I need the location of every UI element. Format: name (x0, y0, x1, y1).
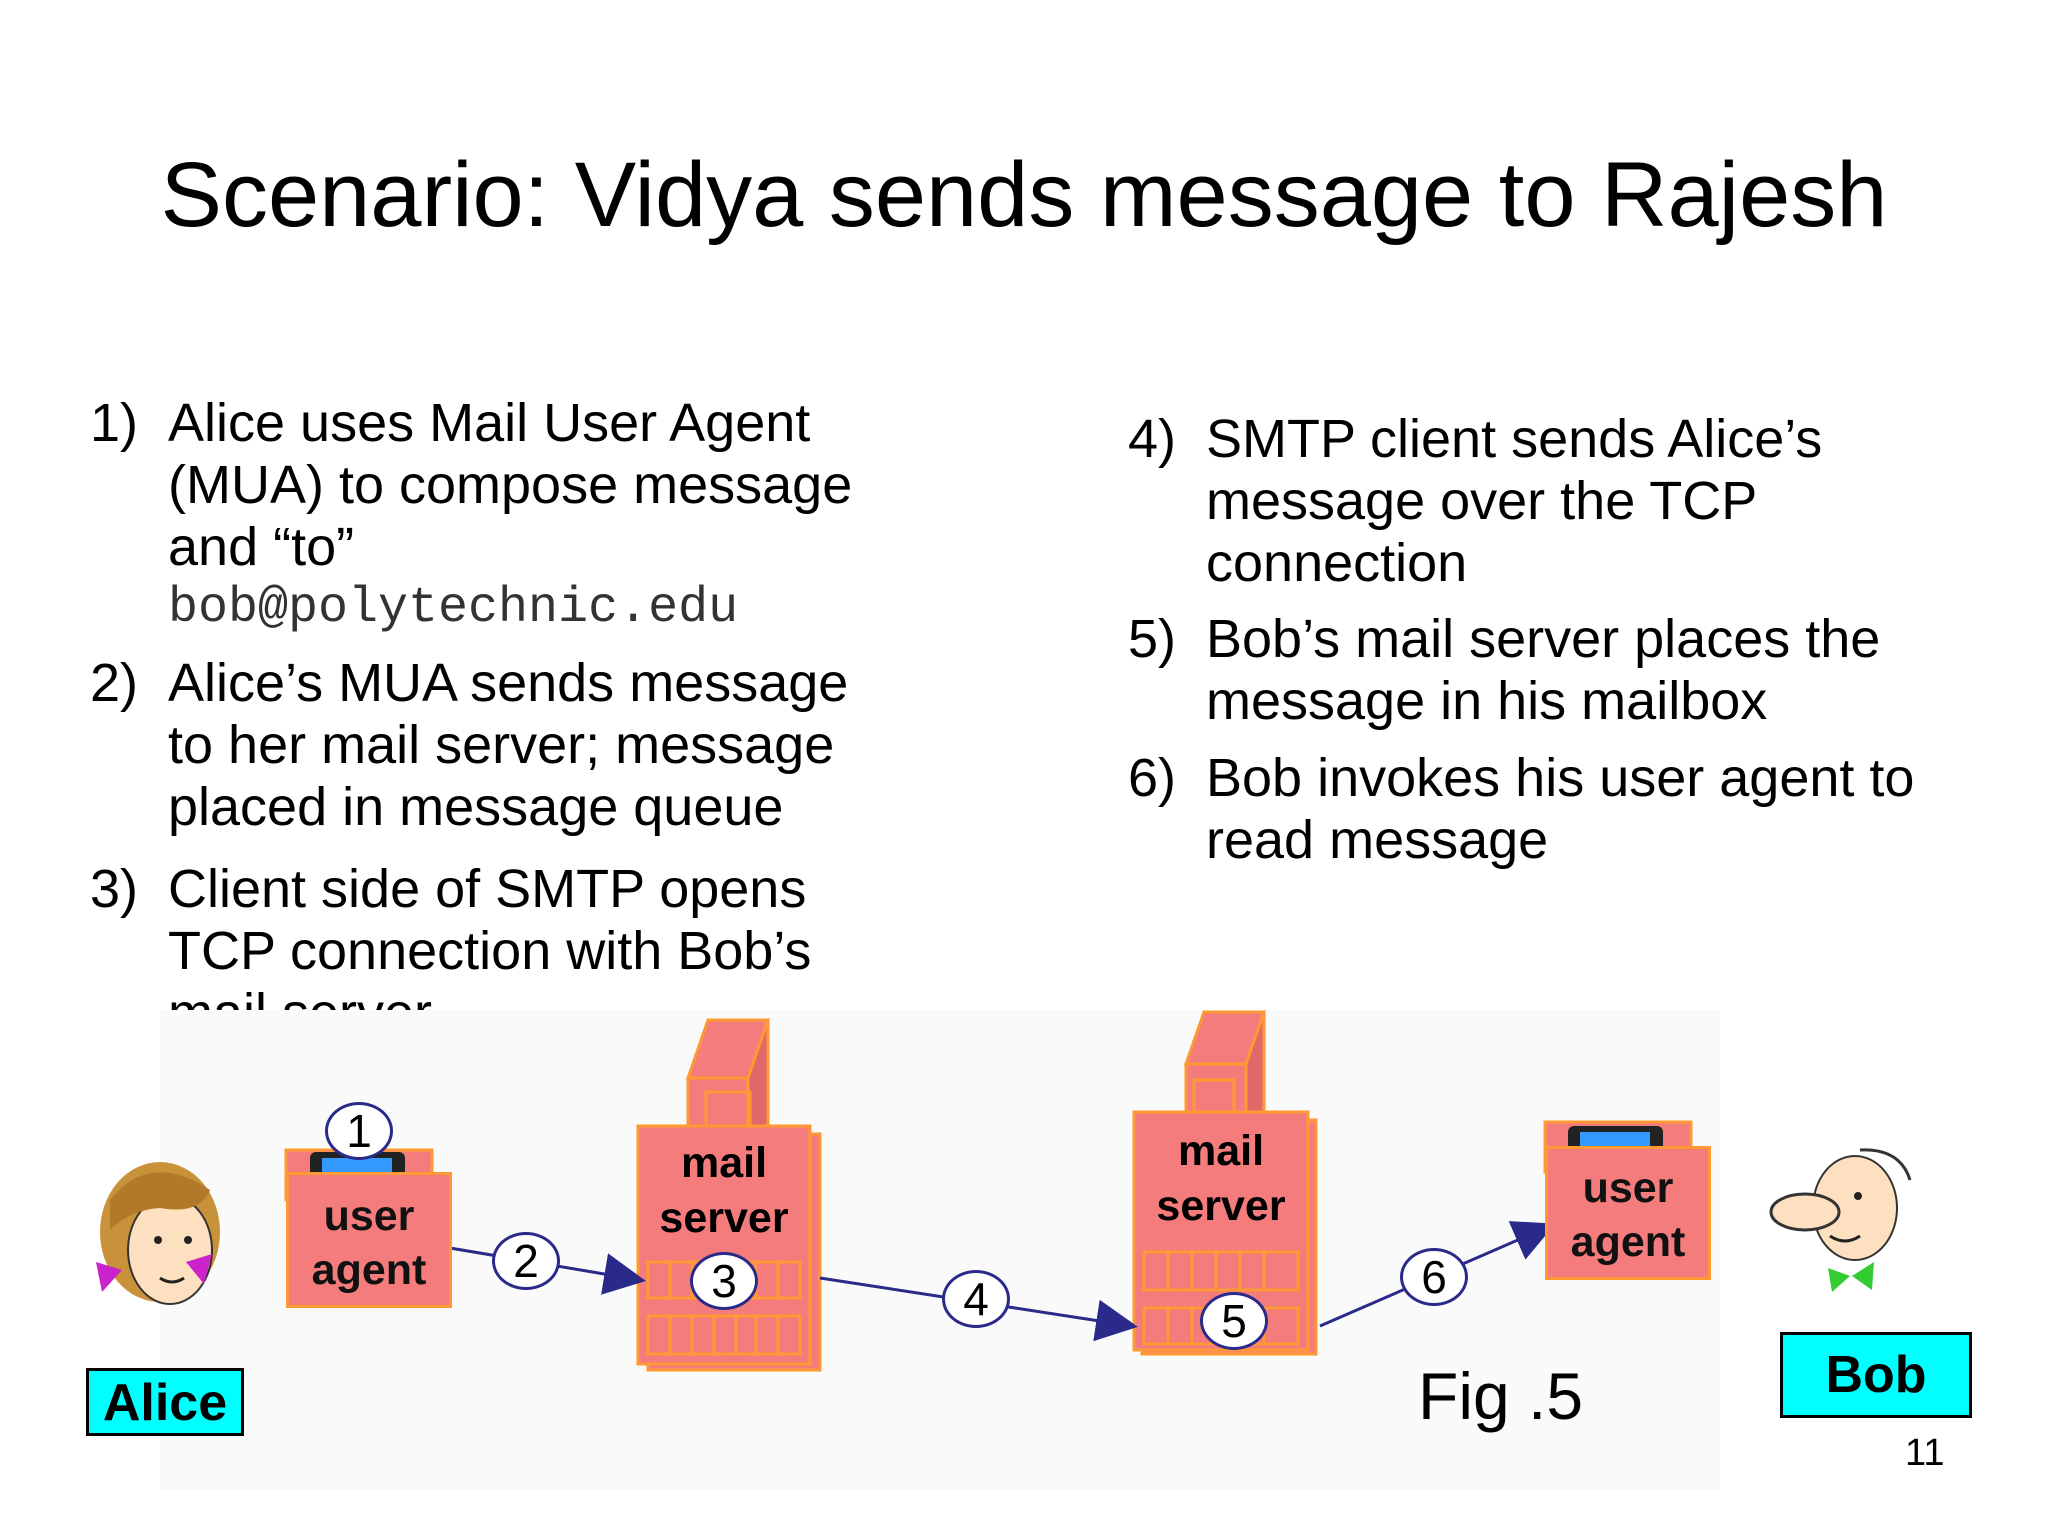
step-circle-2: 2 (492, 1232, 560, 1290)
step-line: to her mail server; message (168, 715, 835, 775)
step-number: 2) (90, 653, 139, 713)
user-agent-label-line: user (1582, 1164, 1674, 1212)
mail-server-label-line: mail (1177, 1127, 1265, 1175)
step-4: 4) SMTP client sends Alice’s message ove… (1128, 408, 1822, 594)
page-number: 11 (1905, 1432, 1945, 1474)
email-address: bob@polytechnic.edu (168, 580, 739, 637)
step-number: 5) (1128, 609, 1177, 669)
step-number: 6) (1128, 748, 1177, 808)
bob-figure-icon (1769, 1148, 1912, 1292)
step-line: connection (1206, 533, 1468, 593)
alice-label: Alice (86, 1368, 244, 1436)
step-line: and “to” (168, 517, 355, 577)
mail-server-1-label: mail server (638, 1136, 810, 1246)
step-line: placed in message queue (168, 777, 784, 837)
bob-user-agent: user agent (1545, 1146, 1711, 1280)
server-1-tower-icon (636, 1018, 822, 1372)
step-circle-1: 1 (325, 1102, 393, 1160)
step-circle-6: 6 (1400, 1248, 1468, 1306)
step-line: read message (1206, 810, 1549, 870)
step-number: 1) (90, 393, 139, 453)
user-agent-label-line: agent (311, 1246, 427, 1294)
slide-title: Scenario: Vidya sends message to Rajesh (160, 144, 1888, 246)
mail-server-2-label: mail server (1134, 1124, 1308, 1234)
step-number: 4) (1128, 409, 1177, 469)
step-circle-5: 5 (1200, 1292, 1268, 1350)
alice-user-agent: user agent (286, 1172, 452, 1308)
figure-caption: Fig .5 (1418, 1359, 1584, 1433)
user-agent-label-line: agent (1570, 1218, 1686, 1266)
user-agent-label-line: user (323, 1192, 415, 1240)
step-line: Client side of SMTP opens (168, 859, 807, 919)
mail-server-label-line: mail (680, 1139, 768, 1187)
server-2-tower-icon (1132, 1010, 1318, 1356)
step-circle-4: 4 (942, 1270, 1010, 1328)
step-line: Alice’s MUA sends message (168, 653, 849, 713)
step-circle-3: 3 (690, 1252, 758, 1310)
step-line: TCP connection with Bob’s (168, 921, 812, 981)
step-line: SMTP client sends Alice’s (1206, 409, 1823, 469)
step-line: message over the TCP (1206, 471, 1758, 531)
bob-label: Bob (1780, 1332, 1972, 1418)
mail-server-label-line: server (1156, 1182, 1286, 1230)
step-2: 2) Alice’s MUA sends message to her mail… (90, 652, 848, 838)
step-number: 3) (90, 859, 139, 919)
step-line: Alice uses Mail User Agent (168, 393, 811, 453)
step-line: Bob invokes his user agent to (1206, 748, 1915, 808)
step-6: 6) Bob invokes his user agent to read me… (1128, 747, 1914, 871)
alice-figure-icon (96, 1162, 220, 1305)
mail-server-label-line: server (659, 1194, 789, 1242)
step-5: 5) Bob’s mail server places the message … (1128, 608, 1880, 732)
step-line: Bob’s mail server places the (1206, 609, 1881, 669)
step-line: (MUA) to compose message (168, 455, 853, 515)
step-line: message in his mailbox (1206, 671, 1768, 731)
step-1: 1) Alice uses Mail User Agent (MUA) to c… (90, 392, 852, 640)
